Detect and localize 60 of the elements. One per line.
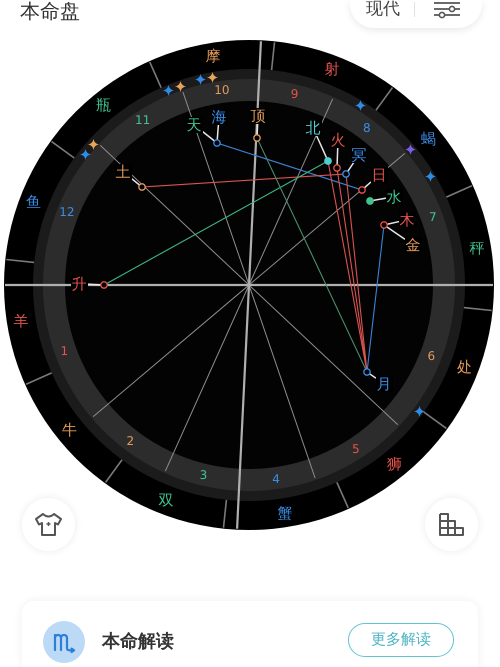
leader-line — [256, 123, 258, 136]
leader-line — [347, 162, 354, 172]
aspect-line — [220, 144, 360, 190]
page-title: 本命盘 — [20, 0, 80, 23]
aspect-line — [144, 174, 344, 188]
sign-label: 瓶 — [96, 96, 112, 114]
house-number: 8 — [362, 122, 371, 136]
house-number: 10 — [214, 84, 230, 98]
planet-dot — [363, 368, 371, 376]
leader-line — [364, 182, 372, 188]
leader-line — [130, 178, 140, 186]
leader-line — [372, 198, 386, 202]
planet-dot — [358, 186, 366, 194]
house-number: 7 — [429, 211, 437, 224]
planet-dot — [324, 157, 332, 165]
planet-dot — [253, 134, 261, 142]
house-number: 6 — [427, 350, 436, 364]
house-number: 11 — [135, 114, 150, 128]
sign-label: 蝎 — [421, 131, 436, 148]
house-number: 9 — [290, 88, 298, 102]
planet-dot — [213, 139, 221, 147]
sign-label: 摩 — [205, 48, 220, 65]
planet-dot — [342, 170, 350, 178]
leader-line — [369, 373, 376, 379]
sign-label: 射 — [324, 60, 340, 78]
planet-dot — [138, 183, 146, 191]
sign-label: 双 — [158, 492, 174, 509]
house-number: 1 — [60, 344, 68, 358]
sign-label: 狮 — [386, 456, 402, 473]
leader-line — [386, 226, 406, 240]
house-number: 2 — [126, 434, 134, 448]
sign-label: 处 — [457, 359, 472, 376]
aspect-line — [328, 164, 367, 370]
leader-line — [316, 135, 328, 159]
mode-text: 现代 — [366, 0, 400, 18]
leader-line — [336, 147, 338, 166]
planet-dot — [366, 197, 374, 205]
leader-line — [386, 220, 400, 225]
aspect-line — [366, 228, 384, 370]
house-number: 3 — [200, 469, 208, 482]
aspect-line — [258, 140, 366, 370]
sign-label: 羊 — [13, 312, 28, 330]
leader-line — [86, 283, 102, 286]
leader-line — [216, 124, 220, 140]
sign-label: 秤 — [470, 240, 485, 257]
house-number: 5 — [352, 442, 360, 456]
sign-label: 牛 — [62, 422, 77, 438]
house-number: 4 — [272, 472, 280, 486]
aspect-line — [346, 176, 368, 370]
leader-line — [202, 130, 216, 142]
planet-dot — [380, 221, 388, 229]
planet-dot — [100, 281, 108, 289]
more-button: 更多解读 — [348, 623, 454, 657]
aspect-line — [336, 170, 368, 370]
card-title: 本命解读 — [102, 632, 174, 652]
aspect-line — [106, 162, 326, 284]
sign-label: 蟹 — [278, 504, 293, 522]
sign-label: 鱼 — [26, 194, 41, 210]
house-number: 12 — [59, 206, 75, 220]
planet-dot — [333, 164, 341, 172]
